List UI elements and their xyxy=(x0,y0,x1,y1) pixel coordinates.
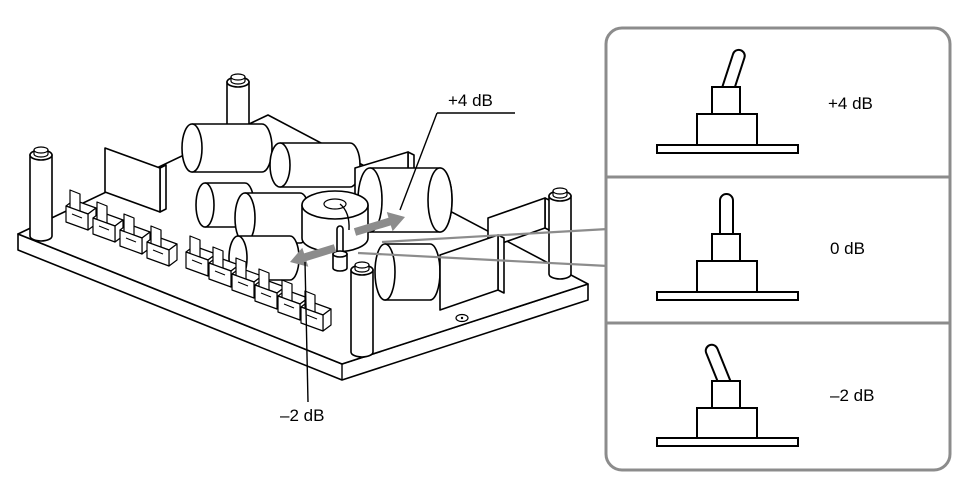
toggle-switch-upright-icon xyxy=(656,193,799,301)
arrow-left-icon xyxy=(290,244,337,267)
switch-label: 0 dB xyxy=(830,239,865,258)
capacitor-large xyxy=(357,167,453,233)
capacitor xyxy=(269,142,361,188)
callout-lower-label: –2 dB xyxy=(280,406,324,425)
terminal-tab xyxy=(65,189,97,231)
capacitor xyxy=(181,123,273,173)
toggle-switch-tilted-left-icon xyxy=(656,343,799,447)
inductor-coil xyxy=(301,190,369,253)
mounting-post-right xyxy=(548,187,572,280)
callout-upper-label: +4 dB xyxy=(448,91,493,110)
switch-detail-panel: +4 dB 0 dB –2 dB xyxy=(604,26,952,472)
capacitor xyxy=(234,192,311,244)
switch-label: –2 dB xyxy=(830,386,874,405)
switch-position-plus4: +4 dB xyxy=(656,48,873,154)
toggle-switch-tilted-right-icon xyxy=(656,48,799,154)
callout-upper: +4 dB xyxy=(399,91,515,211)
switch-label: +4 dB xyxy=(828,94,873,113)
switch-position-minus2: –2 dB xyxy=(656,343,874,447)
mounting-post-left xyxy=(29,146,53,242)
zoom-line-upper xyxy=(381,227,609,244)
level-toggle-switch xyxy=(332,225,348,272)
switch-position-0: 0 dB xyxy=(656,193,865,301)
resistor-plate xyxy=(439,234,505,311)
arrow-right-icon xyxy=(353,212,405,236)
resistor-plate xyxy=(104,147,167,213)
capacitor xyxy=(374,243,441,301)
mounting-post-front xyxy=(350,261,374,358)
zoom-line-lower xyxy=(357,251,609,268)
callout-lower: –2 dB xyxy=(280,261,324,425)
mounting-hole xyxy=(455,313,469,323)
